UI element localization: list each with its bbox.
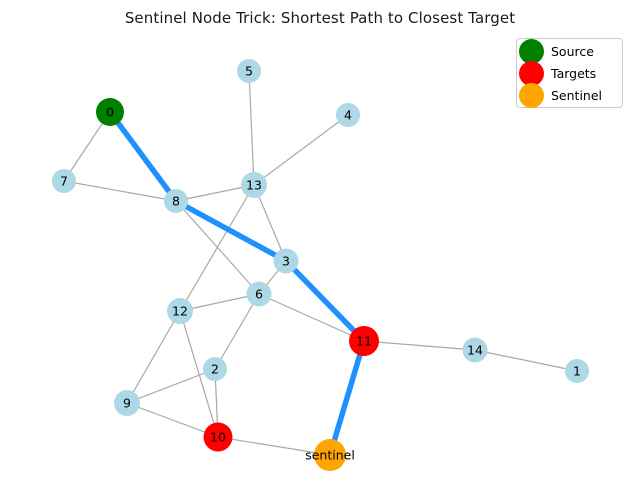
node-label-3: 3 [282,254,290,269]
node-sentinel [314,439,346,471]
graph-edge [126,402,219,438]
graph-edge [179,310,219,438]
shortest-path-edge [173,198,289,264]
graph-edge [179,184,255,312]
node-13 [241,172,267,198]
graph-edge [363,340,476,351]
shortest-path-edge [327,338,367,458]
graph-edge [63,180,177,202]
node-9 [114,390,140,416]
graph-edge [474,349,578,372]
graph-edge [253,114,349,186]
node-label-2: 2 [211,362,219,377]
graph-edge [248,70,255,186]
figure-title: Sentinel Node Trick: Shortest Path to Cl… [124,9,516,27]
node-label-10: 10 [210,430,226,445]
legend-label-source: Source [551,43,594,59]
node-label-7: 7 [60,174,68,189]
node-8 [164,189,188,213]
legend-item-sentinel: Sentinel [519,82,616,108]
node-10 [203,422,233,452]
node-label-4: 4 [344,108,352,123]
graph-edge [214,293,260,370]
legend-item-source: Source [519,38,616,64]
node-label-12: 12 [172,304,188,319]
node-0 [96,98,124,126]
graph-edge [126,310,181,404]
node-2 [203,357,227,381]
targets-swatch-icon [519,60,544,86]
shortest-path-edge [107,109,179,204]
graph-edge [258,293,365,342]
node-7 [52,169,76,193]
source-swatch-icon [519,38,544,64]
node-11 [349,326,379,356]
node-6 [246,281,272,307]
legend: Source Targets Sentinel [516,38,623,108]
node-4 [336,103,360,127]
node-14 [462,337,488,363]
shortest-path-edge [283,258,367,344]
sentinel-swatch-icon [519,82,544,108]
node-label-14: 14 [467,343,483,358]
graph-edge [179,293,260,312]
graph-edge [253,184,287,262]
node-label-5: 5 [245,64,253,79]
node-label-sentinel: sentinel [305,448,355,463]
legend-label-sentinel: Sentinel [551,87,603,103]
node-12 [167,298,193,324]
legend-item-targets: Targets [519,60,616,86]
node-label-13: 13 [246,178,262,193]
node-1 [565,359,589,383]
legend-label-targets: Targets [551,65,597,81]
node-label-8: 8 [172,194,180,209]
node-label-1: 1 [573,364,581,379]
graph-edge [126,368,216,404]
graph-edge [175,184,255,202]
node-label-6: 6 [255,287,263,302]
node-5 [237,59,261,83]
node-label-11: 11 [356,334,372,349]
graph-edge [217,436,331,456]
node-label-0: 0 [106,105,114,120]
node-label-9: 9 [123,396,131,411]
node-3 [273,248,299,274]
